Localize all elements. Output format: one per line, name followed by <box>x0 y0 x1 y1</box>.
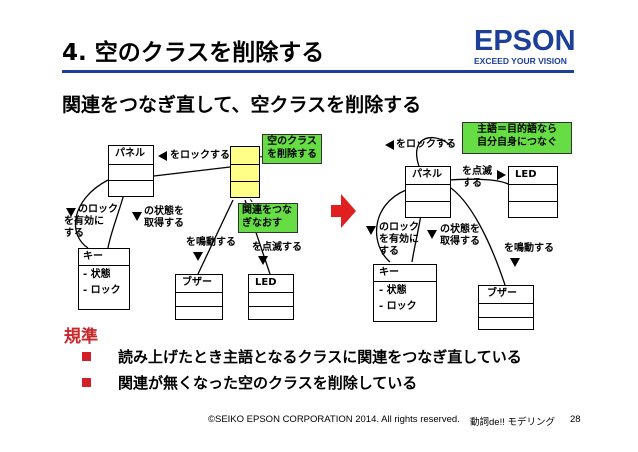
rule-item: 読み上げたとき主語となるクラスに関連をつなぎ直している <box>118 348 522 366</box>
class-panel: パネル <box>405 166 451 218</box>
assoc-line: のロック <box>78 204 118 215</box>
assoc-label: する <box>64 228 84 239</box>
class-divider <box>509 201 557 202</box>
class-divider <box>479 317 533 318</box>
assoc-label: を点滅する <box>252 242 302 253</box>
class-divider <box>79 265 129 266</box>
class-name: パネル <box>115 148 145 159</box>
direction-right-icon <box>497 170 506 180</box>
class-key: キー - 状態 - ロック <box>78 248 130 310</box>
note-line: 主語＝目的語なら <box>477 124 557 135</box>
direction-down-icon <box>510 258 520 267</box>
line-empty-buzzer <box>197 199 234 275</box>
page-number: 28 <box>570 414 581 425</box>
epson-logo: EPSON EXCEED YOUR VISION <box>474 26 578 76</box>
slide-subtitle: 関連をつなぎ直して、空クラスを削除する <box>62 94 422 116</box>
assoc-label: のロック <box>379 222 419 233</box>
note-line: 関連をつな <box>242 205 292 216</box>
rules-label: 規準 <box>64 327 98 347</box>
assoc-label: の状態を <box>440 224 480 235</box>
class-led: LED <box>248 274 294 320</box>
line-panel-empty <box>153 166 231 177</box>
assoc-label: を鳴動する <box>504 243 554 254</box>
title-underline <box>62 70 574 73</box>
assoc-label: を有効に <box>64 216 104 227</box>
note-reconnect: 関連をつな ぎなおす <box>238 203 298 233</box>
class-divider <box>109 180 153 181</box>
assoc-label: をロックする <box>170 150 230 161</box>
line-panel-key-right <box>107 193 125 249</box>
line-panel-key-left <box>74 179 109 249</box>
class-divider <box>176 306 222 307</box>
class-name: パネル <box>412 169 442 180</box>
direction-down-icon <box>366 226 376 235</box>
class-name: キー <box>83 251 103 262</box>
class-name: ブザー <box>182 277 212 288</box>
assoc-label: を点滅 <box>462 166 492 177</box>
line-panel-led <box>447 178 509 185</box>
class-buzzer: ブザー <box>478 285 534 330</box>
class-name: LED <box>515 169 537 180</box>
direction-down-icon <box>132 212 142 221</box>
direction-left-icon <box>385 140 394 150</box>
class-key: キー - 状態 - ロック <box>373 264 437 322</box>
class-buzzer: ブザー <box>175 274 223 320</box>
direction-down-icon <box>66 208 76 217</box>
bullet-icon <box>82 378 91 387</box>
bullet-icon <box>82 352 91 361</box>
class-empty <box>230 146 260 198</box>
note-line: 自分自身につなぐ <box>477 137 557 148</box>
line-panel-buzzer <box>447 185 506 286</box>
direction-down-icon <box>258 256 268 265</box>
assoc-label: の状態を <box>144 206 184 217</box>
class-name: キー <box>379 267 399 278</box>
assoc-label: 取得する <box>144 218 184 229</box>
class-divider <box>231 164 259 165</box>
class-divider <box>249 292 293 293</box>
logo-tagline: EXCEED YOUR VISION <box>474 56 567 66</box>
class-divider <box>509 184 557 185</box>
class-led: LED <box>508 166 558 218</box>
class-divider <box>479 303 533 304</box>
direction-down-icon <box>427 230 437 239</box>
slide-title: 4. 空のクラスを削除する <box>62 40 325 66</box>
class-divider <box>374 281 436 282</box>
assoc-label: を鳴動する <box>186 237 236 248</box>
transform-arrow-icon <box>331 194 356 228</box>
direction-down-icon <box>193 252 203 261</box>
line-panel-key-left <box>375 189 407 263</box>
note-reconnect-link <box>244 191 259 211</box>
assoc-label: をロックする <box>396 139 456 150</box>
class-attr: - ロック <box>83 285 121 296</box>
footer-note: 動詞de!! モデリング <box>470 417 555 428</box>
note-delete: 空のクラス を削除する <box>262 134 322 164</box>
assoc-label: する <box>462 178 482 189</box>
class-panel: パネル <box>108 145 154 197</box>
class-name: LED <box>255 277 277 288</box>
direction-left-icon <box>158 151 167 161</box>
note-line: 空のクラス <box>267 136 317 147</box>
class-name: ブザー <box>487 288 517 299</box>
assoc-label: のロック <box>78 204 118 216</box>
note-line: ぎなおす <box>242 218 282 229</box>
class-divider <box>406 184 450 185</box>
class-divider <box>406 201 450 202</box>
class-divider <box>249 306 293 307</box>
note-line: を削除する <box>267 149 317 160</box>
class-attr: - ロック <box>379 301 417 312</box>
rule-item: 関連が無くなった空のクラスを削除している <box>118 374 418 392</box>
class-attr: - 状態 <box>83 269 111 280</box>
class-attr: - 状態 <box>379 285 407 296</box>
note-subject: 主語＝目的語なら 自分自身につなぐ <box>462 122 572 154</box>
assoc-label: 取得する <box>440 236 480 247</box>
class-divider <box>176 292 222 293</box>
copyright: ©SEIKO EPSON CORPORATION 2014. All right… <box>208 414 460 425</box>
class-divider <box>231 181 259 182</box>
class-divider <box>109 164 153 165</box>
logo-text: EPSON <box>474 25 576 57</box>
assoc-label: を有効に <box>379 234 419 245</box>
assoc-label: する <box>379 246 399 257</box>
